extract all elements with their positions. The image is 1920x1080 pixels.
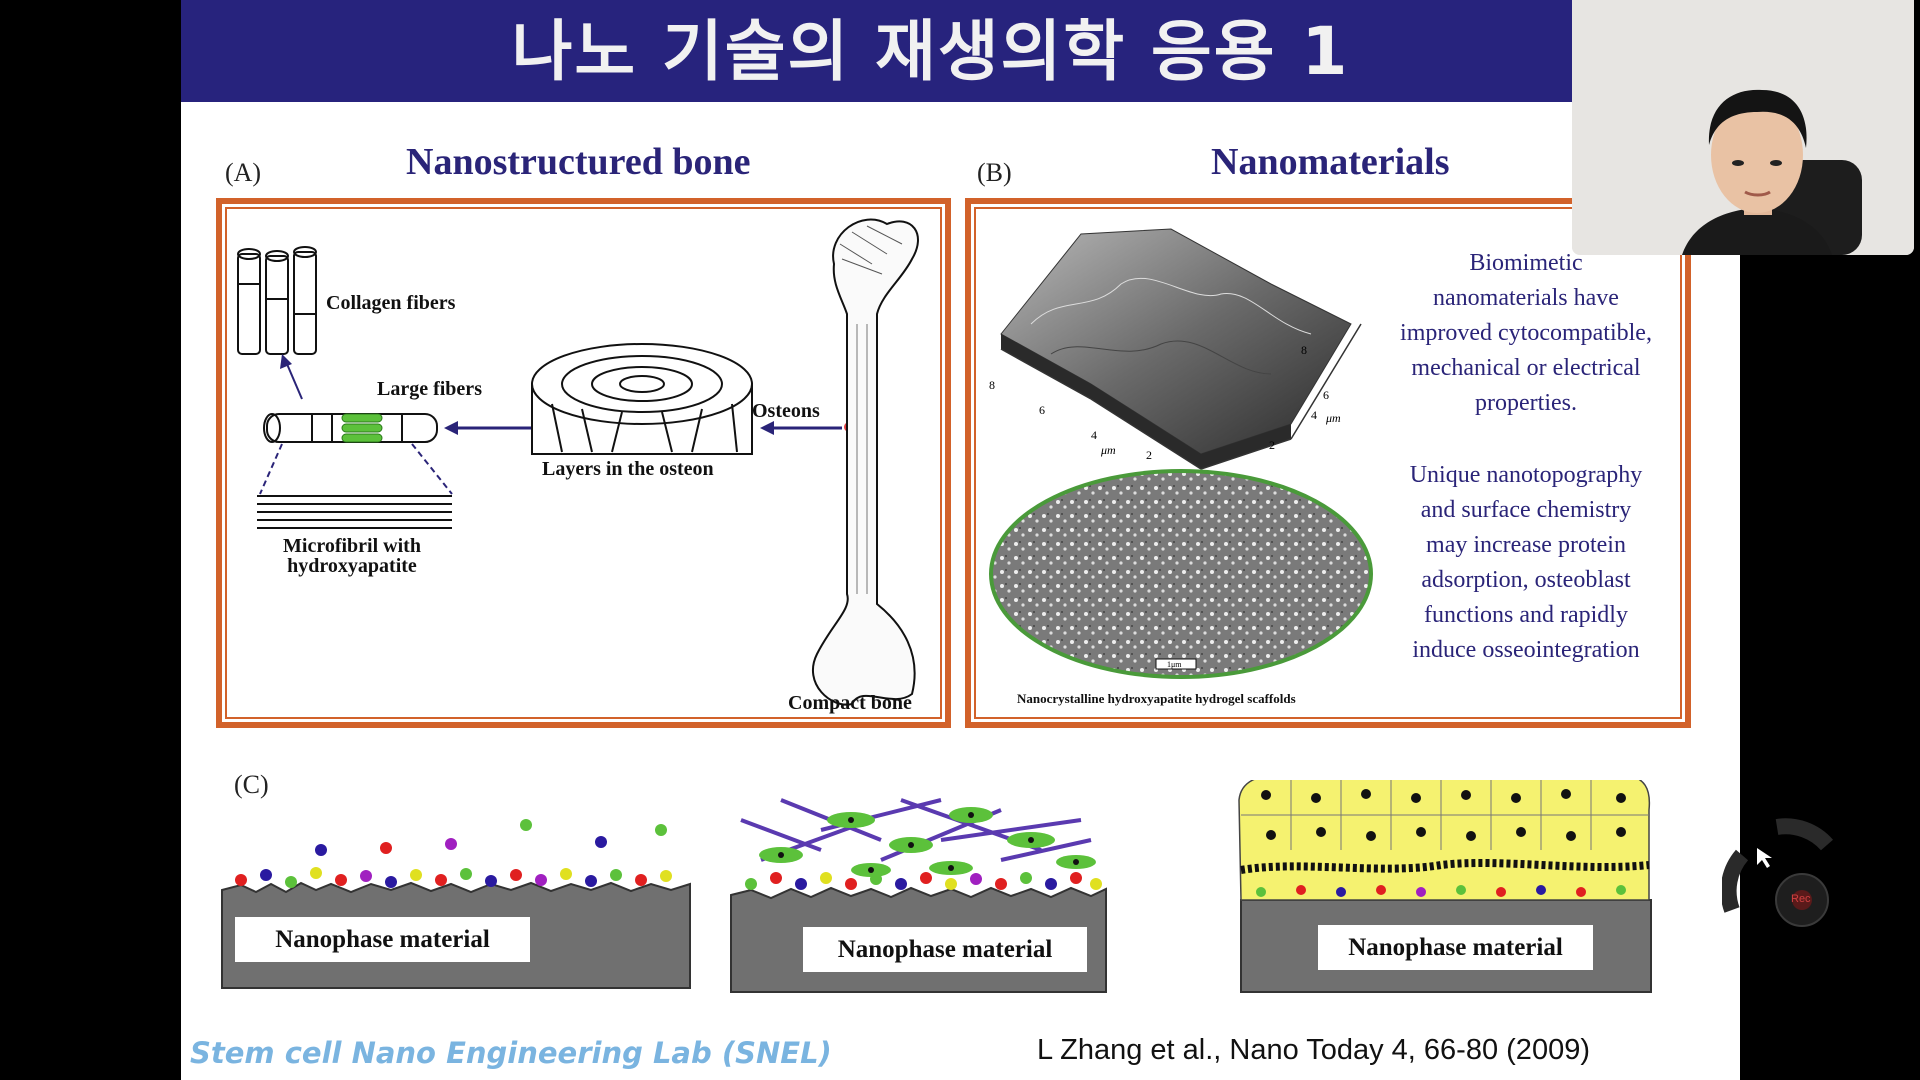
microfibril-drawing: [257, 495, 452, 529]
screen-recorder-widget[interactable]: Rec: [1720, 815, 1842, 935]
compact-bone-drawing: [811, 218, 919, 706]
axis-tick: 6: [1039, 403, 1045, 417]
panel-a-letter: (A): [225, 158, 262, 187]
bone-tissue-3: [1238, 780, 1651, 901]
nanomaterials-text-2: Unique nanotopography and surface chemis…: [1409, 462, 1643, 663]
panel-a-frame: Collagen fibers Large fibers Microfibril…: [216, 198, 951, 728]
scale-bar-label: 1μm: [1167, 660, 1182, 669]
axis-tick: 6: [1323, 388, 1329, 402]
label-microfibril: Microfibril with hydroxyapatite: [283, 535, 421, 577]
lab-name-footer: Stem cell Nano Engineering Lab (SNEL): [190, 1036, 832, 1070]
citation-footer: L Zhang et al., Nano Today 4, 66-80 (200…: [1037, 1034, 1590, 1066]
presenter-video: [1572, 0, 1914, 255]
recorder-controls: [1720, 818, 1834, 927]
slide-title-bar: 나노 기술의 재생의학 응용 1: [181, 0, 1740, 102]
rec-label[interactable]: Rec: [1791, 893, 1811, 905]
axis-unit: μm: [1100, 443, 1116, 457]
nanophase-label-2: Nanophase material: [803, 927, 1087, 972]
nanomaterial-images: 8 6 4 2 μm 8 6 4 2 μm 1μm: [989, 228, 1373, 679]
label-layers-osteon: Layers in the osteon: [542, 458, 714, 480]
nanomaterials-text-1: Biomimetic nanomaterials have improved c…: [1400, 250, 1652, 416]
label-collagen-fibers: Collagen fibers: [326, 292, 456, 314]
axis-tick: 8: [1301, 343, 1307, 357]
collagen-fibers-drawing: [237, 246, 317, 355]
axis-tick: 2: [1269, 438, 1275, 452]
axis-tick: 4: [1311, 408, 1317, 422]
osteon-drawing: [531, 343, 753, 455]
axis-tick: 4: [1091, 428, 1097, 442]
sem-caption: Nanocrystalline hydroxyapatite hydrogel …: [1017, 691, 1296, 706]
panel-b-frame: 8 6 4 2 μm 8 6 4 2 μm 1μm Biomimetic nan…: [965, 198, 1691, 728]
protein-dots-1: [235, 819, 672, 888]
slide-title: 나노 기술의 재생의학 응용 1: [511, 13, 1350, 90]
label-large-fibers: Large fibers: [377, 378, 482, 400]
panel-c-letter: (C): [234, 770, 269, 799]
slide: 나노 기술의 재생의학 응용 1 (A) Nanostructured bone: [181, 0, 1740, 1080]
axis-tick: 2: [1146, 448, 1152, 462]
protein-dots-2: [745, 872, 1102, 890]
fibers-cells-2: [740, 798, 1096, 877]
cursor-icon: [1757, 848, 1772, 868]
webcam-overlay[interactable]: [1572, 0, 1914, 255]
nanophase-label-3: Nanophase material: [1318, 925, 1593, 970]
green-fiber-band: [341, 413, 383, 443]
bone-diagram: [237, 218, 919, 706]
label-compact-bone: Compact bone: [788, 692, 912, 714]
afm-surface-plot: [1000, 228, 1352, 469]
panel-a-title: Nanostructured bone: [406, 141, 751, 183]
nanophase-label-1: Nanophase material: [235, 917, 530, 962]
label-osteons: Osteons: [752, 400, 820, 422]
panel-b-letter: (B): [977, 158, 1012, 187]
axis-unit: μm: [1325, 411, 1341, 425]
sem-image: [989, 469, 1373, 679]
axis-tick: 8: [989, 378, 995, 392]
panel-b-title: Nanomaterials: [1211, 141, 1450, 183]
